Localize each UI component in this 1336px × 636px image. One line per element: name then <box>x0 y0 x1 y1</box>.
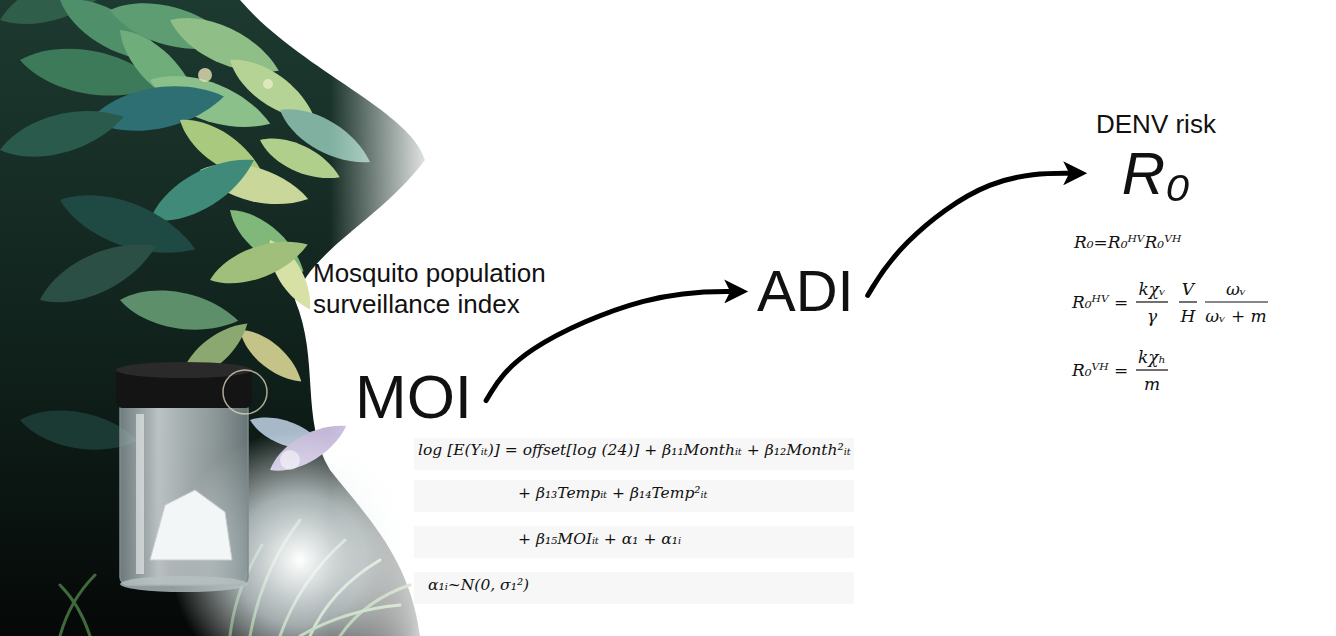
grass-blade <box>60 575 95 636</box>
fraction-bar <box>1136 369 1168 370</box>
curved-arrow <box>868 173 1080 295</box>
fraction-denominator: m <box>1144 374 1160 394</box>
flare <box>198 68 212 82</box>
index-heading: Mosquito population surveillance index <box>313 258 585 320</box>
formula-strip <box>414 572 854 604</box>
formula-strip <box>414 438 854 470</box>
curved-arrow <box>486 291 741 400</box>
leaf <box>32 228 164 317</box>
formula-line: α₁ᵢ~N(0, σ₁²) <box>428 576 529 595</box>
formula-line: log [E(Yᵢₜ)] = offset[log (24)] + β₁₁Mon… <box>418 441 851 460</box>
fraction-denominator: γ <box>1147 306 1157 326</box>
mosquito-trap-jar <box>116 362 252 592</box>
node-title: ADI <box>757 261 854 322</box>
node-heading: DENV risk <box>1096 108 1216 142</box>
flare <box>263 79 273 89</box>
jar-paper <box>150 490 232 560</box>
jar-highlight <box>136 414 144 574</box>
fraction-bar <box>1205 301 1268 302</box>
fraction-numerator: kχᵥ <box>1139 279 1166 299</box>
jar-bottom <box>120 576 248 592</box>
fraction-denominator: H <box>1181 306 1196 326</box>
index-node: MOI <box>351 362 476 431</box>
formula-strip <box>414 526 854 558</box>
jar-lid-top <box>116 362 252 378</box>
jar-body <box>120 400 248 585</box>
index-node: ADI <box>753 259 858 324</box>
fraction-bar <box>1136 301 1168 302</box>
leaf <box>0 98 129 168</box>
node-title: R₀ <box>1096 142 1216 205</box>
formula-line: + β₁₅MOIᵢₜ + α₁ + α₁ᵢ <box>518 530 681 549</box>
grass-blade <box>60 585 90 636</box>
fraction-numerator: kχₕ <box>1138 347 1166 367</box>
risk-node: DENV riskR₀ <box>1092 106 1220 207</box>
fraction-numerator: ωᵥ <box>1226 279 1246 299</box>
lens-flare <box>198 68 300 470</box>
formula-line: R₀=R₀ᴴⱽR₀ⱽᴴ <box>1074 232 1181 252</box>
fraction-bar <box>1179 301 1197 302</box>
flare <box>280 450 300 470</box>
leaf <box>205 230 313 295</box>
formula-term: R₀ⱽᴴ = <box>1072 360 1128 380</box>
node-title: MOI <box>355 364 472 429</box>
formula-strip <box>414 480 854 512</box>
fraction-numerator: V <box>1182 279 1194 299</box>
formula-term: R₀ᴴⱽ = <box>1072 292 1128 312</box>
flare <box>223 370 267 414</box>
formula-line: + β₁₃Tempᵢₜ + β₁₄Temp²ᵢₜ <box>518 484 707 503</box>
leaf <box>117 282 241 338</box>
fraction-denominator: ωᵥ + m <box>1205 306 1266 326</box>
